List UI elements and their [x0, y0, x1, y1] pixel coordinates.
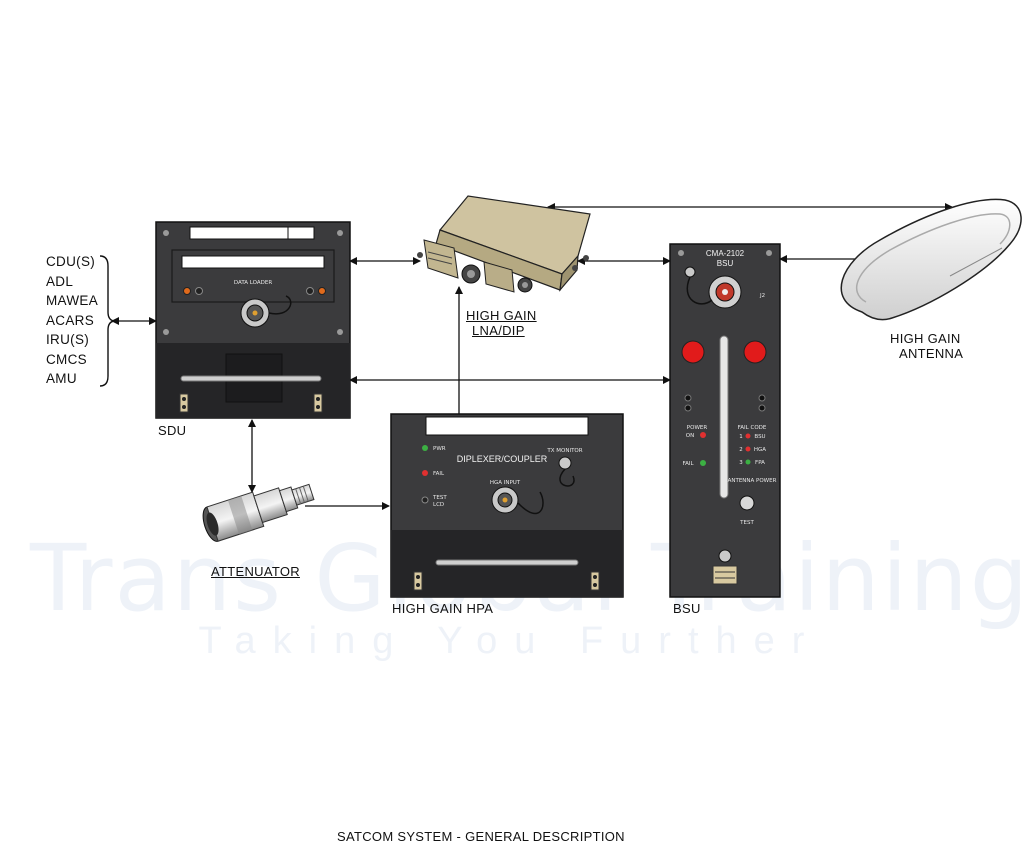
antenna-label-line2: ANTENNA: [899, 346, 964, 361]
svg-text:DATA LOADER: DATA LOADER: [234, 280, 272, 286]
bsu-unit-label: BSU: [717, 259, 734, 268]
bsu-power-label: POWER: [687, 425, 708, 431]
lna-label-line1: HIGH GAIN: [466, 308, 537, 323]
interface-list: CDU(S) ADL MAWEA ACARS IRU(S) CMCS AMU: [46, 252, 98, 389]
svg-text:LCD: LCD: [433, 502, 444, 508]
hpa-label: HIGH GAIN HPA: [392, 601, 494, 616]
bsu-code-3-num: 3: [739, 460, 743, 466]
bsu-code-3-label: FPA: [755, 460, 765, 466]
connection-lines: [111, 203, 953, 510]
attenuator-device: [202, 483, 315, 542]
svg-text:TEST: TEST: [432, 495, 447, 501]
bsu-code-1-num: 1: [739, 434, 743, 440]
interface-item: ACARS: [46, 312, 95, 328]
interface-item: CDU(S): [46, 254, 96, 269]
bsu-fail-code-label: FAIL CODE: [738, 425, 767, 431]
diagram-caption: SATCOM SYSTEM - GENERAL DESCRIPTION: [337, 829, 625, 844]
lna-dip-unit: [417, 195, 591, 293]
interface-item: IRU(S): [46, 332, 90, 347]
sdu-label: SDU: [158, 423, 187, 438]
bsu-model: CMA-2102: [706, 249, 745, 258]
interface-item: AMU: [46, 371, 77, 386]
lna-label-line2: LNA/DIP: [472, 323, 525, 338]
interfaces-brace: [99, 255, 115, 387]
bsu-on-label: ON: [686, 433, 694, 439]
sdu-unit: DATA LOADER: [155, 221, 351, 419]
interface-item: MAWEA: [46, 293, 98, 308]
bsu-test-label: TEST: [739, 520, 754, 526]
bsu-code-2-num: 2: [739, 447, 743, 453]
watermark-tagline: Taking You Further: [198, 620, 822, 662]
bsu-code-1-label: BSU: [754, 434, 765, 440]
bsu-test-button[interactable]: [739, 495, 755, 511]
interface-item: CMCS: [46, 351, 87, 367]
svg-text:FAIL: FAIL: [433, 471, 445, 477]
attenuator-label: ATTENUATOR: [211, 564, 300, 579]
hpa-unit: PWR FAIL TEST LCD DIPLEXER/COUPLER TX MO…: [390, 413, 624, 598]
svg-text:PWR: PWR: [433, 446, 446, 452]
high-gain-antenna: [840, 198, 1022, 321]
antenna-label-line1: HIGH GAIN: [890, 331, 961, 346]
bsu-label: BSU: [673, 601, 701, 616]
svg-text:J2: J2: [759, 293, 765, 299]
svg-text:HGA INPUT: HGA INPUT: [490, 480, 521, 486]
interface-item: ADL: [46, 273, 74, 289]
bsu-fail-label: FAIL: [682, 461, 694, 467]
bsu-unit: CMA-2102 BSU J2 POWER ON FAIL FAIL CODE …: [669, 243, 781, 598]
hpa-panel-title: DIPLEXER/COUPLER: [457, 454, 548, 464]
bsu-code-2-label: HGA: [754, 447, 766, 453]
bsu-antenna-power-label: ANTENNA POWER: [728, 478, 777, 484]
svg-text:TX MONITOR: TX MONITOR: [546, 448, 582, 454]
